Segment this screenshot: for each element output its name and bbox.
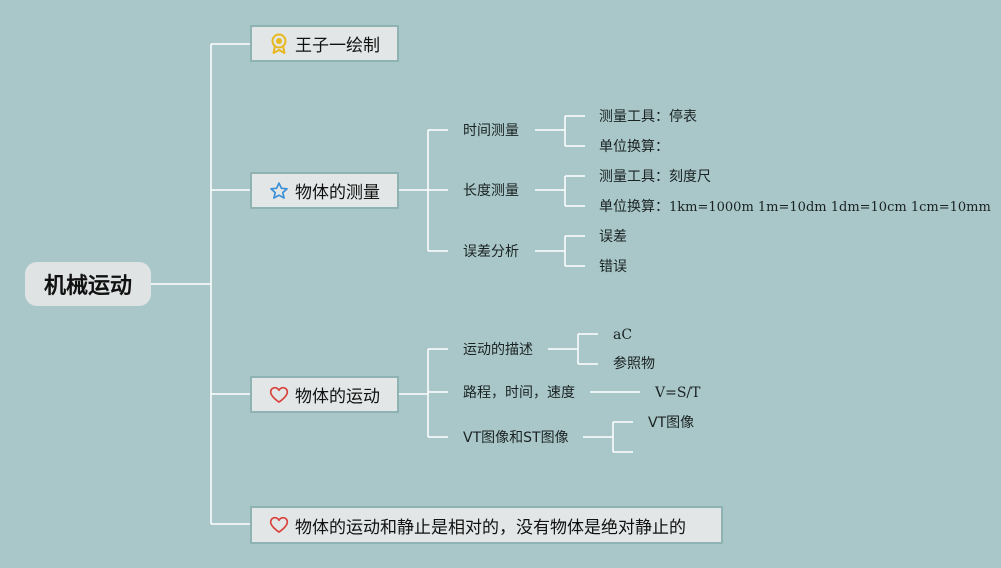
branch-measurement[interactable]: 物体的测量 xyxy=(250,172,399,209)
node-reference-object[interactable]: 参照物 xyxy=(613,356,655,372)
branch-label: 物体的运动和静止是相对的，没有物体是绝对静止的 xyxy=(295,517,686,538)
convert-prefix: 单位换算： xyxy=(599,199,669,215)
node-speed-formula[interactable]: V=S/T xyxy=(655,385,701,401)
node-length-tool[interactable]: 测量工具：刻度尺 xyxy=(599,169,711,185)
node-motion-desc[interactable]: 运动的描述 xyxy=(463,342,533,358)
branch-label: 物体的运动 xyxy=(295,387,380,407)
node-length-convert[interactable]: 单位换算：1km=1000m 1m=10dm 1dm=10cm 1cm=10mm xyxy=(599,198,991,217)
node-vt-graph[interactable]: VT图像 xyxy=(648,415,695,431)
branch-author[interactable]: 王子一绘制 xyxy=(250,25,399,62)
node-time-measure[interactable]: 时间测量 xyxy=(463,123,519,139)
node-length-measure[interactable]: 长度测量 xyxy=(463,183,519,199)
branch-label: 王子一绘制 xyxy=(295,36,380,56)
node-mistake-item[interactable]: 错误 xyxy=(599,259,627,275)
award-ribbon-icon xyxy=(268,33,290,55)
star-icon xyxy=(268,180,290,202)
heart-icon xyxy=(268,384,290,406)
root-node[interactable]: 机械运动 xyxy=(25,262,151,306)
node-distance-time-speed[interactable]: 路程，时间，速度 xyxy=(463,385,575,401)
node-time-tool[interactable]: 测量工具：停表 xyxy=(599,109,697,125)
branch-motion[interactable]: 物体的运动 xyxy=(250,376,399,413)
node-error-item[interactable]: 误差 xyxy=(599,229,627,245)
heart-icon xyxy=(268,514,290,536)
node-vt-st-graph[interactable]: VT图像和ST图像 xyxy=(463,430,569,446)
node-time-convert[interactable]: 单位换算： xyxy=(599,139,669,155)
node-error-analysis[interactable]: 误差分析 xyxy=(463,244,519,260)
convert-value: 1km=1000m 1m=10dm 1dm=10cm 1cm=10mm xyxy=(669,200,991,215)
branch-relativity[interactable]: 物体的运动和静止是相对的，没有物体是绝对静止的 xyxy=(250,506,723,544)
node-motion-ac[interactable]: aC xyxy=(613,327,633,343)
branch-label: 物体的测量 xyxy=(295,183,380,203)
